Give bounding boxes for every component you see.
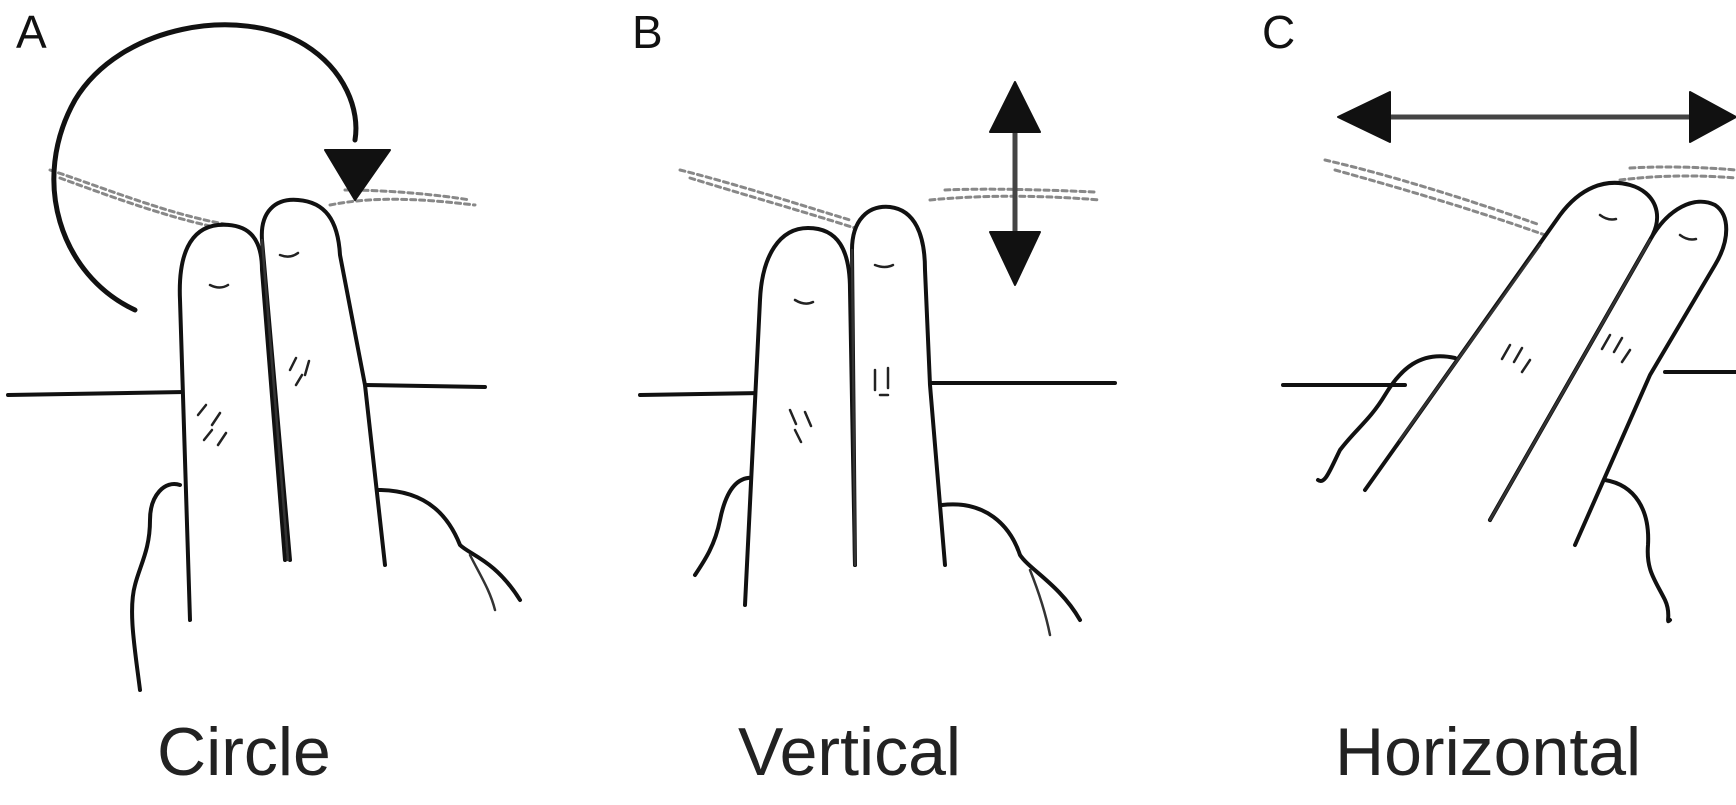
panel-a-hand	[130, 197, 522, 692]
panel-b-caption: Vertical	[738, 714, 961, 790]
arrow-up-icon	[989, 81, 1041, 133]
arrow-head-icon	[324, 149, 391, 201]
panel-a: A	[6, 6, 522, 790]
panel-c: C Horizontal	[1262, 6, 1736, 790]
panel-c-letter: C	[1262, 6, 1295, 58]
panel-a-contact-trace	[48, 168, 477, 234]
panel-a-letter: A	[16, 6, 47, 58]
panel-c-horizontal-arrow	[1337, 91, 1736, 143]
panel-a-circle-arrow	[51, 22, 391, 313]
panel-b: B Vertical	[632, 6, 1117, 790]
panel-b-surface	[638, 381, 1117, 397]
panel-b-letter: B	[632, 6, 663, 58]
panel-c-surface	[1281, 370, 1736, 387]
panel-b-hand	[693, 204, 1082, 637]
panel-a-caption: Circle	[157, 714, 331, 790]
panel-c-contact-trace	[1323, 158, 1736, 237]
arrow-left-icon	[1337, 91, 1391, 143]
arrow-right-icon	[1689, 91, 1736, 143]
panel-a-surface	[6, 383, 487, 397]
panel-c-caption: Horizontal	[1335, 714, 1641, 790]
panel-b-vertical-arrow	[989, 81, 1041, 286]
panel-b-contact-trace	[678, 168, 1102, 230]
arrow-down-icon	[989, 231, 1041, 286]
panel-c-hand	[1316, 180, 1729, 624]
